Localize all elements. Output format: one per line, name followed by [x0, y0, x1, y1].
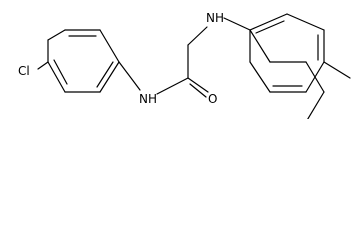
carbonyl-double-bond-2 [189, 83, 207, 98]
ring-b-bond-6 [286, 13, 325, 31]
ring-b-bond-1 [249, 29, 271, 63]
methyl-bond [323, 61, 351, 79]
chlorine-bond [37, 61, 49, 70]
ch2-to-nh-bond [187, 26, 208, 46]
nh-to-carbonyl-bond [156, 77, 189, 95]
ring-a-bond-3 [99, 29, 120, 63]
chemical-structure-diagram: Cl NH O NH [18, 11, 351, 119]
amide-nh-label: NH [139, 92, 157, 106]
carbonyl-double-bond-1 [187, 77, 209, 93]
chlorine-label: Cl [18, 64, 30, 78]
ring-a-bond-4 [99, 61, 120, 93]
ring-a-double-3 [53, 59, 68, 85]
ring-b-bond-10 [249, 61, 271, 93]
nh-to-tolyl-bond [223, 17, 251, 31]
tolyl-ring [249, 13, 325, 119]
ring-b-bond-5 [249, 13, 288, 31]
ring-a-double-2 [96, 61, 114, 88]
ring-a-bond-1 [47, 29, 66, 41]
ring-a-bond-6 [47, 61, 66, 93]
chlorophenyl-ring [47, 29, 120, 93]
carbonyl-oxygen-label: O [208, 92, 217, 106]
ring-to-nh-bond [118, 61, 141, 91]
amine-nh-label: NH [206, 11, 224, 25]
ring-b-bond-4 [307, 91, 325, 119]
ring-b-bond-8 [305, 61, 325, 93]
ring-b-double-1 [255, 20, 285, 34]
